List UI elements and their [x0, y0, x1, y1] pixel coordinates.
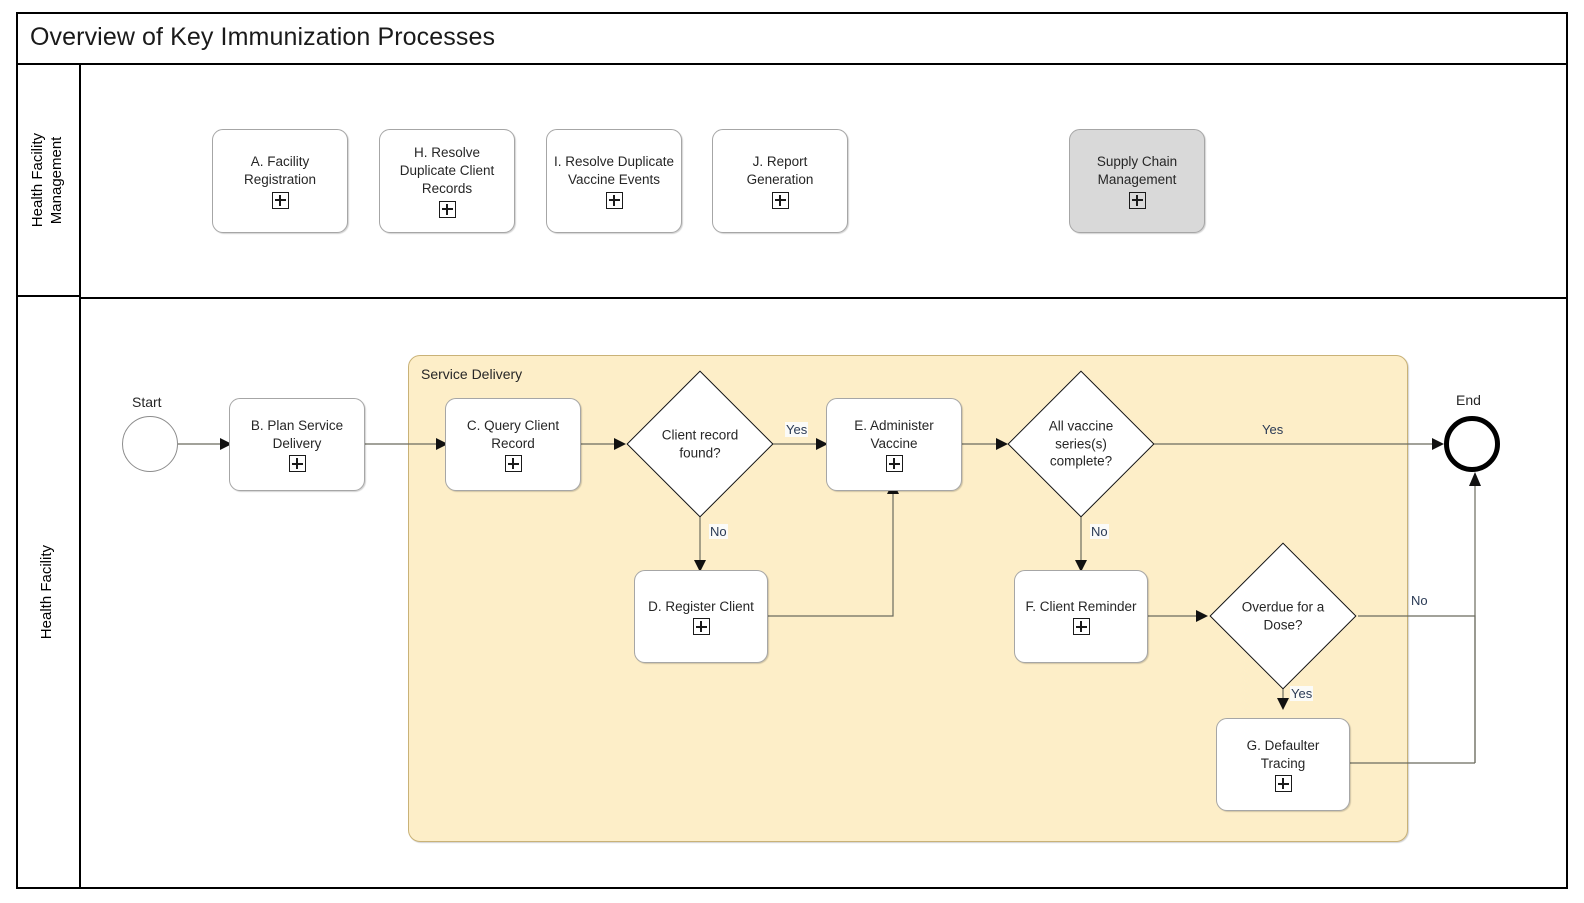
subprocess-expand-icon[interactable]	[504, 455, 522, 473]
task-label: H. Resolve Duplicate Client Records	[399, 145, 495, 196]
task-label: D. Register Client	[648, 598, 754, 614]
flow-label-record-found-yes: Yes	[785, 422, 809, 437]
flow-label-record-found-no: No	[709, 524, 728, 539]
subprocess-expand-icon[interactable]	[885, 455, 903, 473]
end-event-label: End	[1456, 392, 1481, 408]
task-g-defaulter-tracing[interactable]: G. Defaulter Tracing	[1216, 718, 1350, 811]
start-event[interactable]	[122, 416, 178, 472]
task-supply-chain-management[interactable]: Supply Chain Management	[1069, 129, 1205, 233]
task-label: I. Resolve Duplicate Vaccine Events	[553, 154, 675, 187]
task-a-facility-registration[interactable]: A. Facility Registration	[212, 129, 348, 233]
subprocess-expand-icon[interactable]	[1072, 618, 1090, 636]
start-event-label: Start	[132, 394, 162, 410]
task-d-register-client[interactable]: D. Register Client	[634, 570, 768, 663]
task-label: G. Defaulter Tracing	[1246, 737, 1320, 771]
gateway-diamond-shape	[626, 370, 774, 518]
subprocess-expand-icon[interactable]	[438, 200, 456, 218]
flow-label-series-complete-yes: Yes	[1261, 422, 1285, 437]
task-label: Supply Chain Management	[1096, 154, 1178, 187]
task-label: C. Query Client Record	[466, 417, 560, 451]
task-e-administer-vaccine[interactable]: E. Administer Vaccine	[826, 398, 962, 491]
flow-label-series-complete-no: No	[1090, 524, 1109, 539]
lane-header-health-facility: Health Facility	[16, 297, 81, 887]
subprocess-expand-icon[interactable]	[288, 455, 306, 473]
lane-label-text: Health Facility	[38, 544, 56, 640]
subprocess-expand-icon[interactable]	[1274, 775, 1292, 793]
gateway-client-record-found[interactable]: Client record found?	[626, 370, 774, 518]
subprocess-service-delivery-label: Service Delivery	[421, 366, 523, 382]
task-c-query-client-record[interactable]: C. Query Client Record	[445, 398, 581, 491]
lane-label-text: Health Facility Management	[28, 132, 65, 228]
task-h-resolve-duplicate-client-records[interactable]: H. Resolve Duplicate Client Records	[379, 129, 515, 233]
subprocess-expand-icon[interactable]	[692, 618, 710, 636]
end-event[interactable]	[1444, 416, 1500, 472]
lane-header-health-facility-management: Health Facility Management	[16, 65, 81, 297]
flow-label-overdue-no: No	[1410, 593, 1429, 608]
gateway-diamond-shape	[1007, 370, 1155, 518]
subprocess-expand-icon[interactable]	[605, 191, 623, 209]
gateway-overdue-for-a-dose[interactable]: Overdue for a Dose?	[1209, 542, 1357, 690]
task-label: E. Administer Vaccine	[854, 417, 934, 451]
lane-divider	[81, 297, 1568, 299]
flow-label-overdue-yes: Yes	[1290, 686, 1314, 701]
task-j-report-generation[interactable]: J. Report Generation	[712, 129, 848, 233]
task-label: A. Facility Registration	[243, 154, 317, 187]
subprocess-expand-icon[interactable]	[271, 191, 289, 209]
page-title: Overview of Key Immunization Processes	[16, 12, 1568, 65]
subprocess-expand-icon[interactable]	[771, 191, 789, 209]
task-b-plan-service-delivery[interactable]: B. Plan Service Delivery	[229, 398, 365, 491]
task-label: J. Report Generation	[746, 154, 814, 187]
task-i-resolve-duplicate-vaccine-events[interactable]: I. Resolve Duplicate Vaccine Events	[546, 129, 682, 233]
subprocess-expand-icon[interactable]	[1128, 191, 1146, 209]
task-f-client-reminder[interactable]: F. Client Reminder	[1014, 570, 1148, 663]
gateway-diamond-shape	[1209, 542, 1357, 690]
task-label: F. Client Reminder	[1025, 598, 1137, 614]
task-label: B. Plan Service Delivery	[250, 417, 344, 451]
gateway-all-vaccine-series-complete[interactable]: All vaccine series(s) complete?	[1007, 370, 1155, 518]
